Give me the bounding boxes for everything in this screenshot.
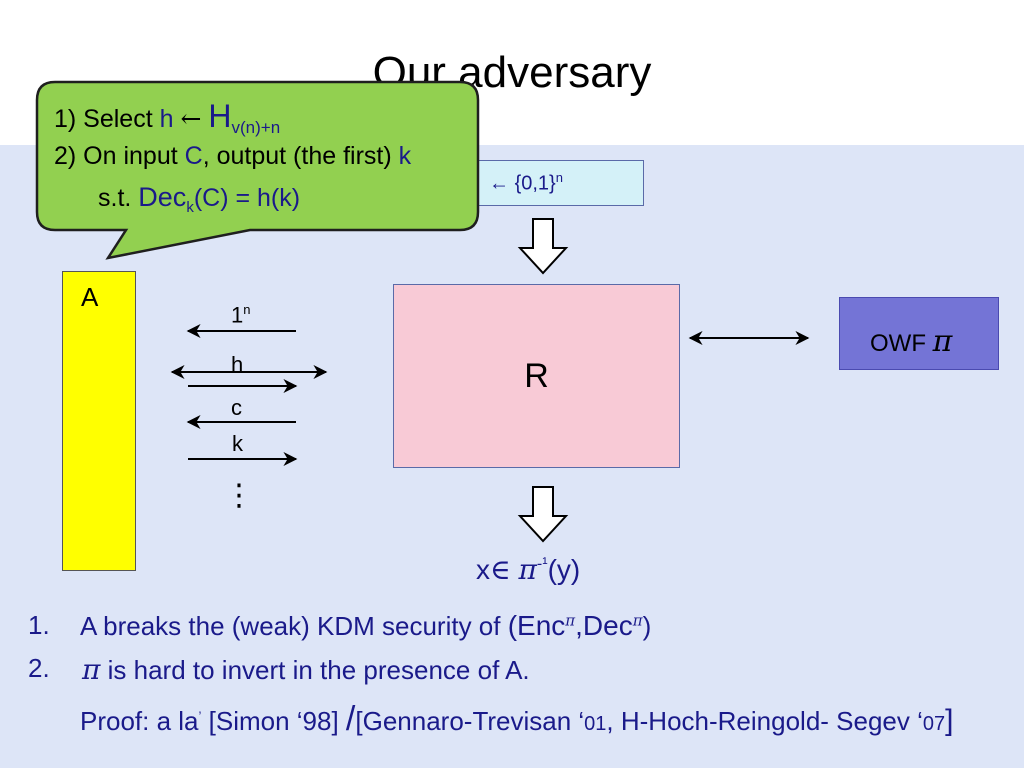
point-1-enc-pi: π xyxy=(565,611,576,630)
callout-line-2-prefix: 2) On input xyxy=(54,142,185,170)
proof-close-bracket: ] xyxy=(945,704,954,737)
callout-line-3-prefix: s.t. xyxy=(98,184,139,212)
adversary-box: A xyxy=(62,271,136,571)
callout-line-3: s.t. Deck(C) = h(k) xyxy=(98,182,300,216)
proof-ref-simon: [Simon ‘98] xyxy=(201,706,346,736)
owf-label: OWF xyxy=(870,330,933,357)
seed-set: {0,1} xyxy=(514,172,556,195)
result-x: x xyxy=(476,554,490,585)
point-1-text: A breaks the (weak) KDM security of (Enc… xyxy=(80,610,651,642)
callout-line-2-mid: , output (the first) xyxy=(202,142,399,170)
callout-bubble xyxy=(35,80,480,260)
point-2-body: is hard to invert in the presence of A. xyxy=(100,655,530,685)
callout-line-1-prefix: 1) Select xyxy=(54,105,160,133)
reduction-label: R xyxy=(524,357,549,395)
proof-prefix: Proof: a la xyxy=(80,706,199,736)
callout-line-1: 1) Select h ← Hv(n)+n xyxy=(54,98,280,138)
point-1-enc: (Enc xyxy=(507,610,566,641)
callout-k: k xyxy=(398,142,412,170)
callout-hash-subscript: v(n)+n xyxy=(231,118,281,137)
reduction-box: R xyxy=(393,284,680,468)
down-arrow-out-of-r xyxy=(517,486,569,543)
msg-1n-base: 1 xyxy=(231,302,244,328)
seed-box: ← {0,1}n xyxy=(478,160,644,206)
owf-box: OWF π xyxy=(839,297,999,370)
adversary-label: A xyxy=(81,282,99,312)
point-2-number: 2. xyxy=(28,653,50,683)
proof-mark: ’ xyxy=(198,708,202,724)
proof-line: Proof: a la’ [Simon ‘98] /[Gennaro-Trevi… xyxy=(80,700,953,739)
callout-h: h xyxy=(159,105,174,133)
callout-hash-family: H xyxy=(208,98,232,134)
result-y: (y) xyxy=(547,554,581,585)
owf-pi-symbol: π xyxy=(932,324,953,359)
callout-arrow: ← xyxy=(180,104,202,133)
msg-1n-exponent: n xyxy=(243,302,251,317)
proof-ref-hhrs-year: 07 xyxy=(922,713,946,735)
result-element-of: ∈ xyxy=(490,553,511,586)
point-1-body: A breaks the (weak) KDM security of xyxy=(80,611,508,641)
proof-ref-gt: [Gennaro-Trevisan ‘ xyxy=(355,706,585,736)
msg-ellipsis: ⋮ xyxy=(224,478,254,513)
callout-c: C xyxy=(184,142,203,170)
point-2-text: π is hard to invert in the presence of A… xyxy=(82,653,530,686)
msg-k-label: k xyxy=(232,431,243,456)
result-expression: x∈ π-¹(y) xyxy=(476,553,580,586)
point-1-dec: ,Dec xyxy=(575,610,633,641)
callout-dec-rest: (C) = h(k) xyxy=(193,184,301,212)
callout-dec: Dec xyxy=(138,182,187,212)
point-1-close: ) xyxy=(642,611,652,641)
msg-h-label: h xyxy=(231,352,244,377)
msg-c-label: c xyxy=(231,395,242,420)
result-inverse: -¹ xyxy=(536,555,548,573)
callout-dec-subscript: k xyxy=(186,199,194,216)
point-1-number: 1. xyxy=(28,610,50,640)
down-arrow-into-r xyxy=(517,218,569,275)
msg-1n-label: 1n xyxy=(231,302,250,328)
result-pi: π xyxy=(518,553,537,586)
callout-line-2: 2) On input C, output (the first) k xyxy=(54,142,411,171)
proof-slash: / xyxy=(345,700,356,738)
seed-arrow: ← xyxy=(489,172,509,195)
proof-ref-hhrs: , H-Hoch-Reingold- Segev ‘ xyxy=(606,706,923,736)
point-2-pi: π xyxy=(82,653,101,686)
proof-ref-gt-year: 01 xyxy=(584,713,607,735)
seed-set-exponent: n xyxy=(555,170,563,185)
point-1-dec-pi: π xyxy=(632,611,643,630)
